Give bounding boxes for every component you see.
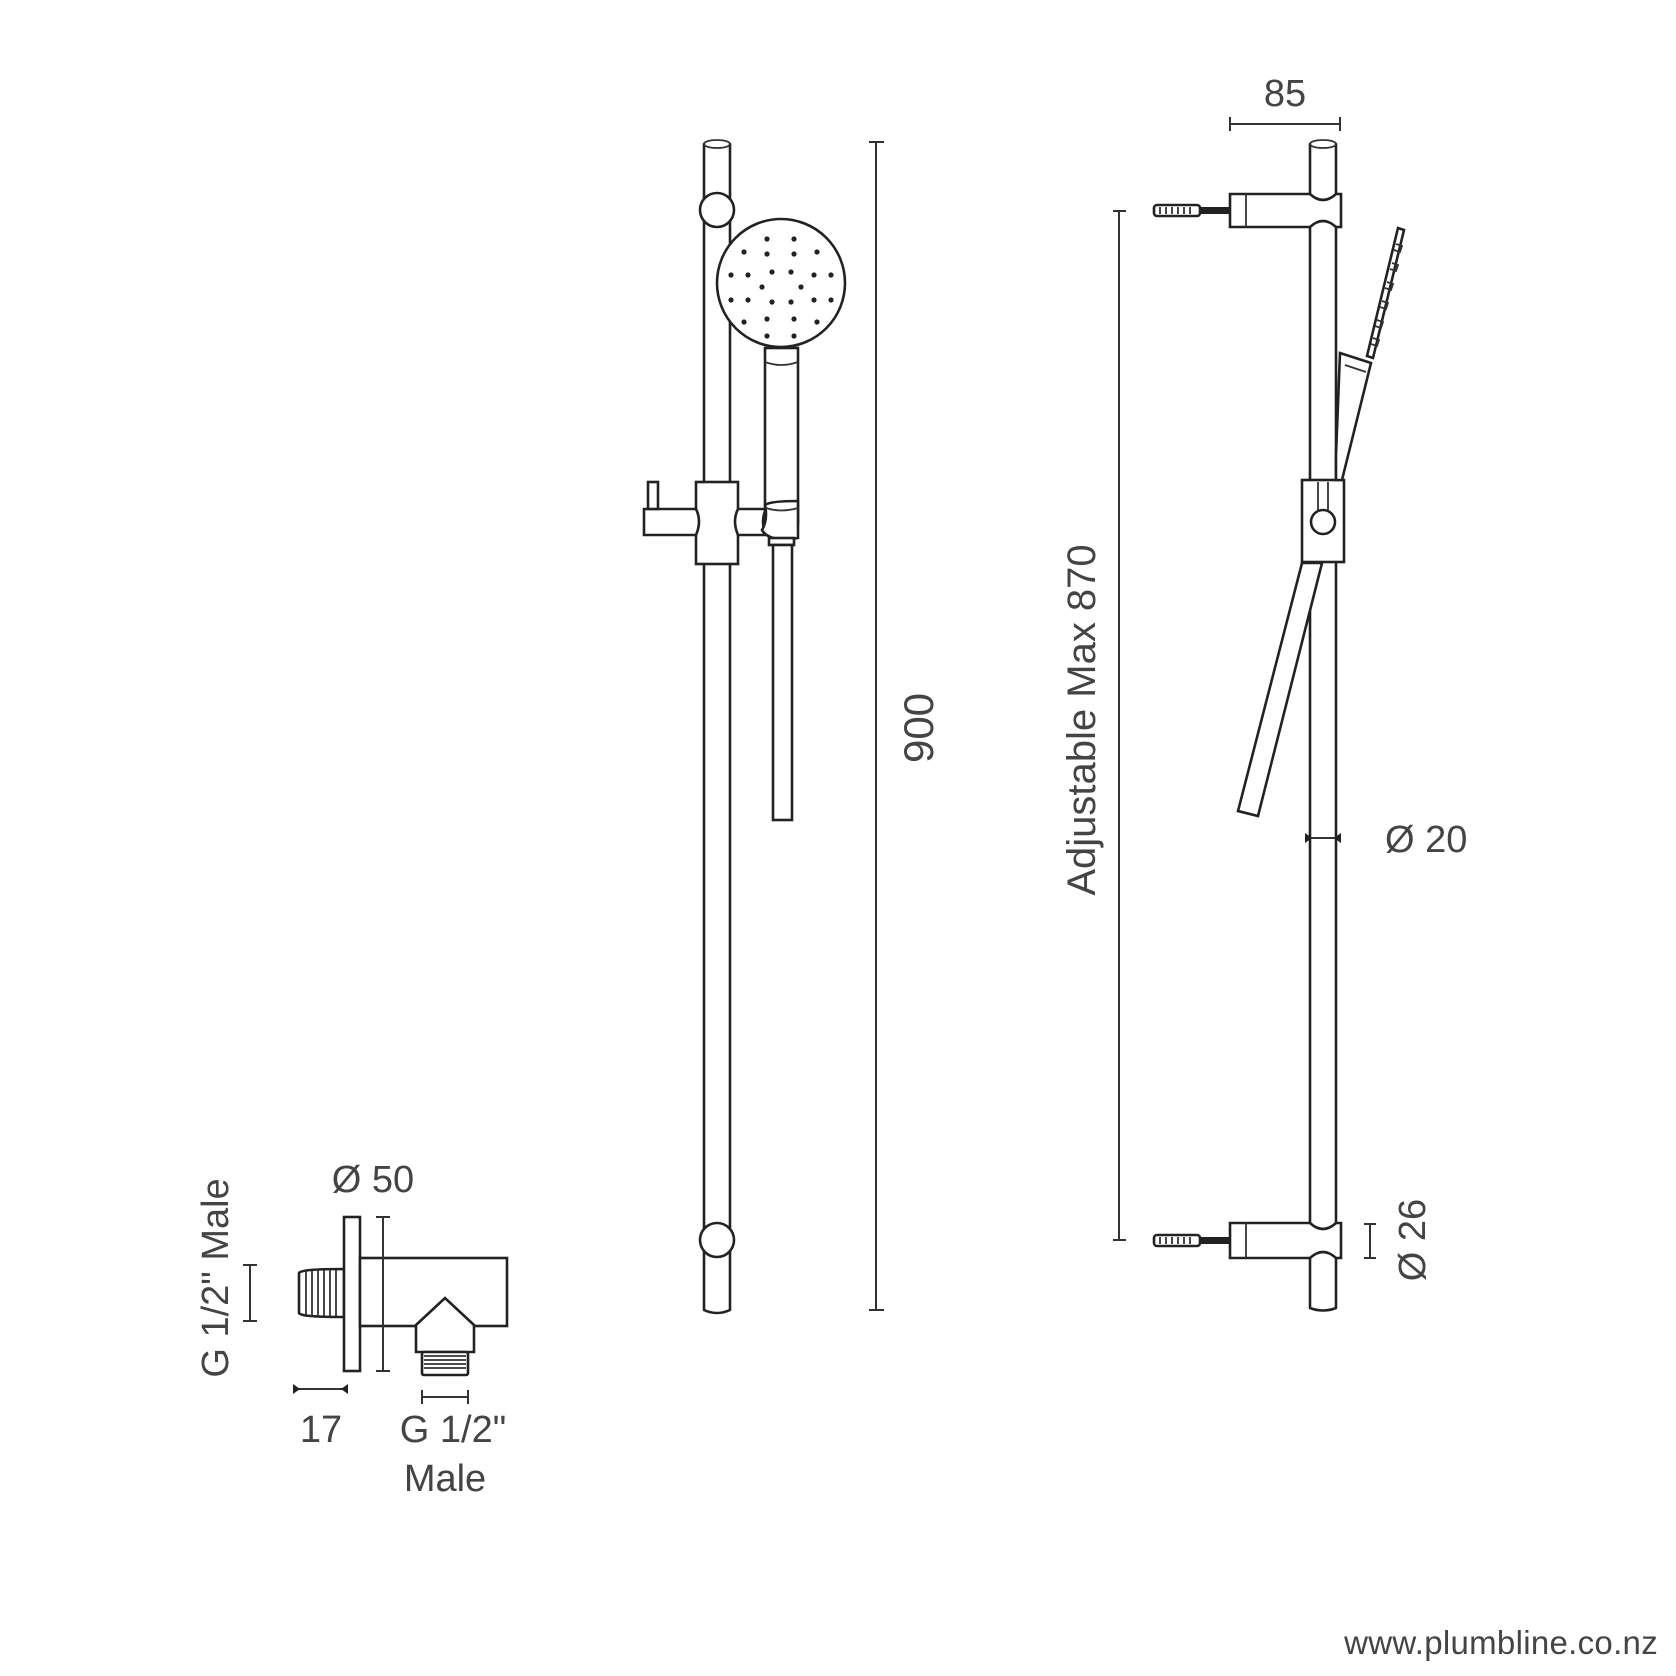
overall-height-label: 900 <box>895 693 942 763</box>
side-slider <box>1300 478 1346 564</box>
wall-outlet-view: Ø 50 G 1/2" Male 17 G 1/2" Male <box>195 1159 509 1500</box>
front-handset <box>715 217 847 822</box>
inlet-length-dimension: 17 <box>293 1384 348 1451</box>
front-top-bracket <box>698 191 736 229</box>
side-bottom-bracket <box>1152 1221 1343 1260</box>
adjustable-dimension: Adjustable Max 870 <box>1060 210 1126 1241</box>
inlet-thread-dimension: G 1/2" Male <box>195 1178 257 1378</box>
bracket-diameter-dimension: Ø 26 <box>1364 1199 1434 1281</box>
footer-url[interactable]: www.plumbline.co.nz <box>1344 1624 1658 1661</box>
projection-label: 85 <box>1264 73 1306 115</box>
projection-dimension: 85 <box>1229 73 1341 131</box>
side-top-bracket <box>1152 192 1343 229</box>
outlet-connector <box>414 1296 476 1377</box>
overall-height-dimension: 900 <box>869 141 942 1311</box>
front-bottom-bracket <box>698 1221 736 1259</box>
front-view: 900 <box>642 139 942 1315</box>
rail-diameter-dimension: Ø 20 <box>1305 819 1467 861</box>
outlet-thread-sub-label: Male <box>404 1458 486 1500</box>
outlet-thread-label: G 1/2" <box>400 1409 506 1451</box>
front-slider <box>642 480 769 566</box>
spray-nozzles <box>728 236 834 339</box>
inlet-thread <box>297 1267 346 1319</box>
side-handset <box>1236 226 1406 818</box>
front-rail <box>702 139 732 1315</box>
flange-diameter-label: Ø 50 <box>332 1159 414 1201</box>
rail-diameter-label: Ø 20 <box>1385 819 1467 861</box>
adjustable-label: Adjustable Max 870 <box>1060 544 1104 895</box>
side-rail <box>1308 139 1338 1312</box>
outlet-thread-dimension: G 1/2" Male <box>400 1390 506 1500</box>
flange-diameter-dimension: Ø 50 <box>332 1159 414 1372</box>
inlet-thread-label: G 1/2" Male <box>195 1178 237 1377</box>
bracket-diameter-label: Ø 26 <box>1392 1199 1434 1281</box>
wall-flange <box>342 1215 362 1373</box>
inlet-length-label: 17 <box>300 1409 342 1451</box>
side-view: 85 Adjustable Max 870 Ø 20 Ø 26 <box>1060 73 1467 1312</box>
